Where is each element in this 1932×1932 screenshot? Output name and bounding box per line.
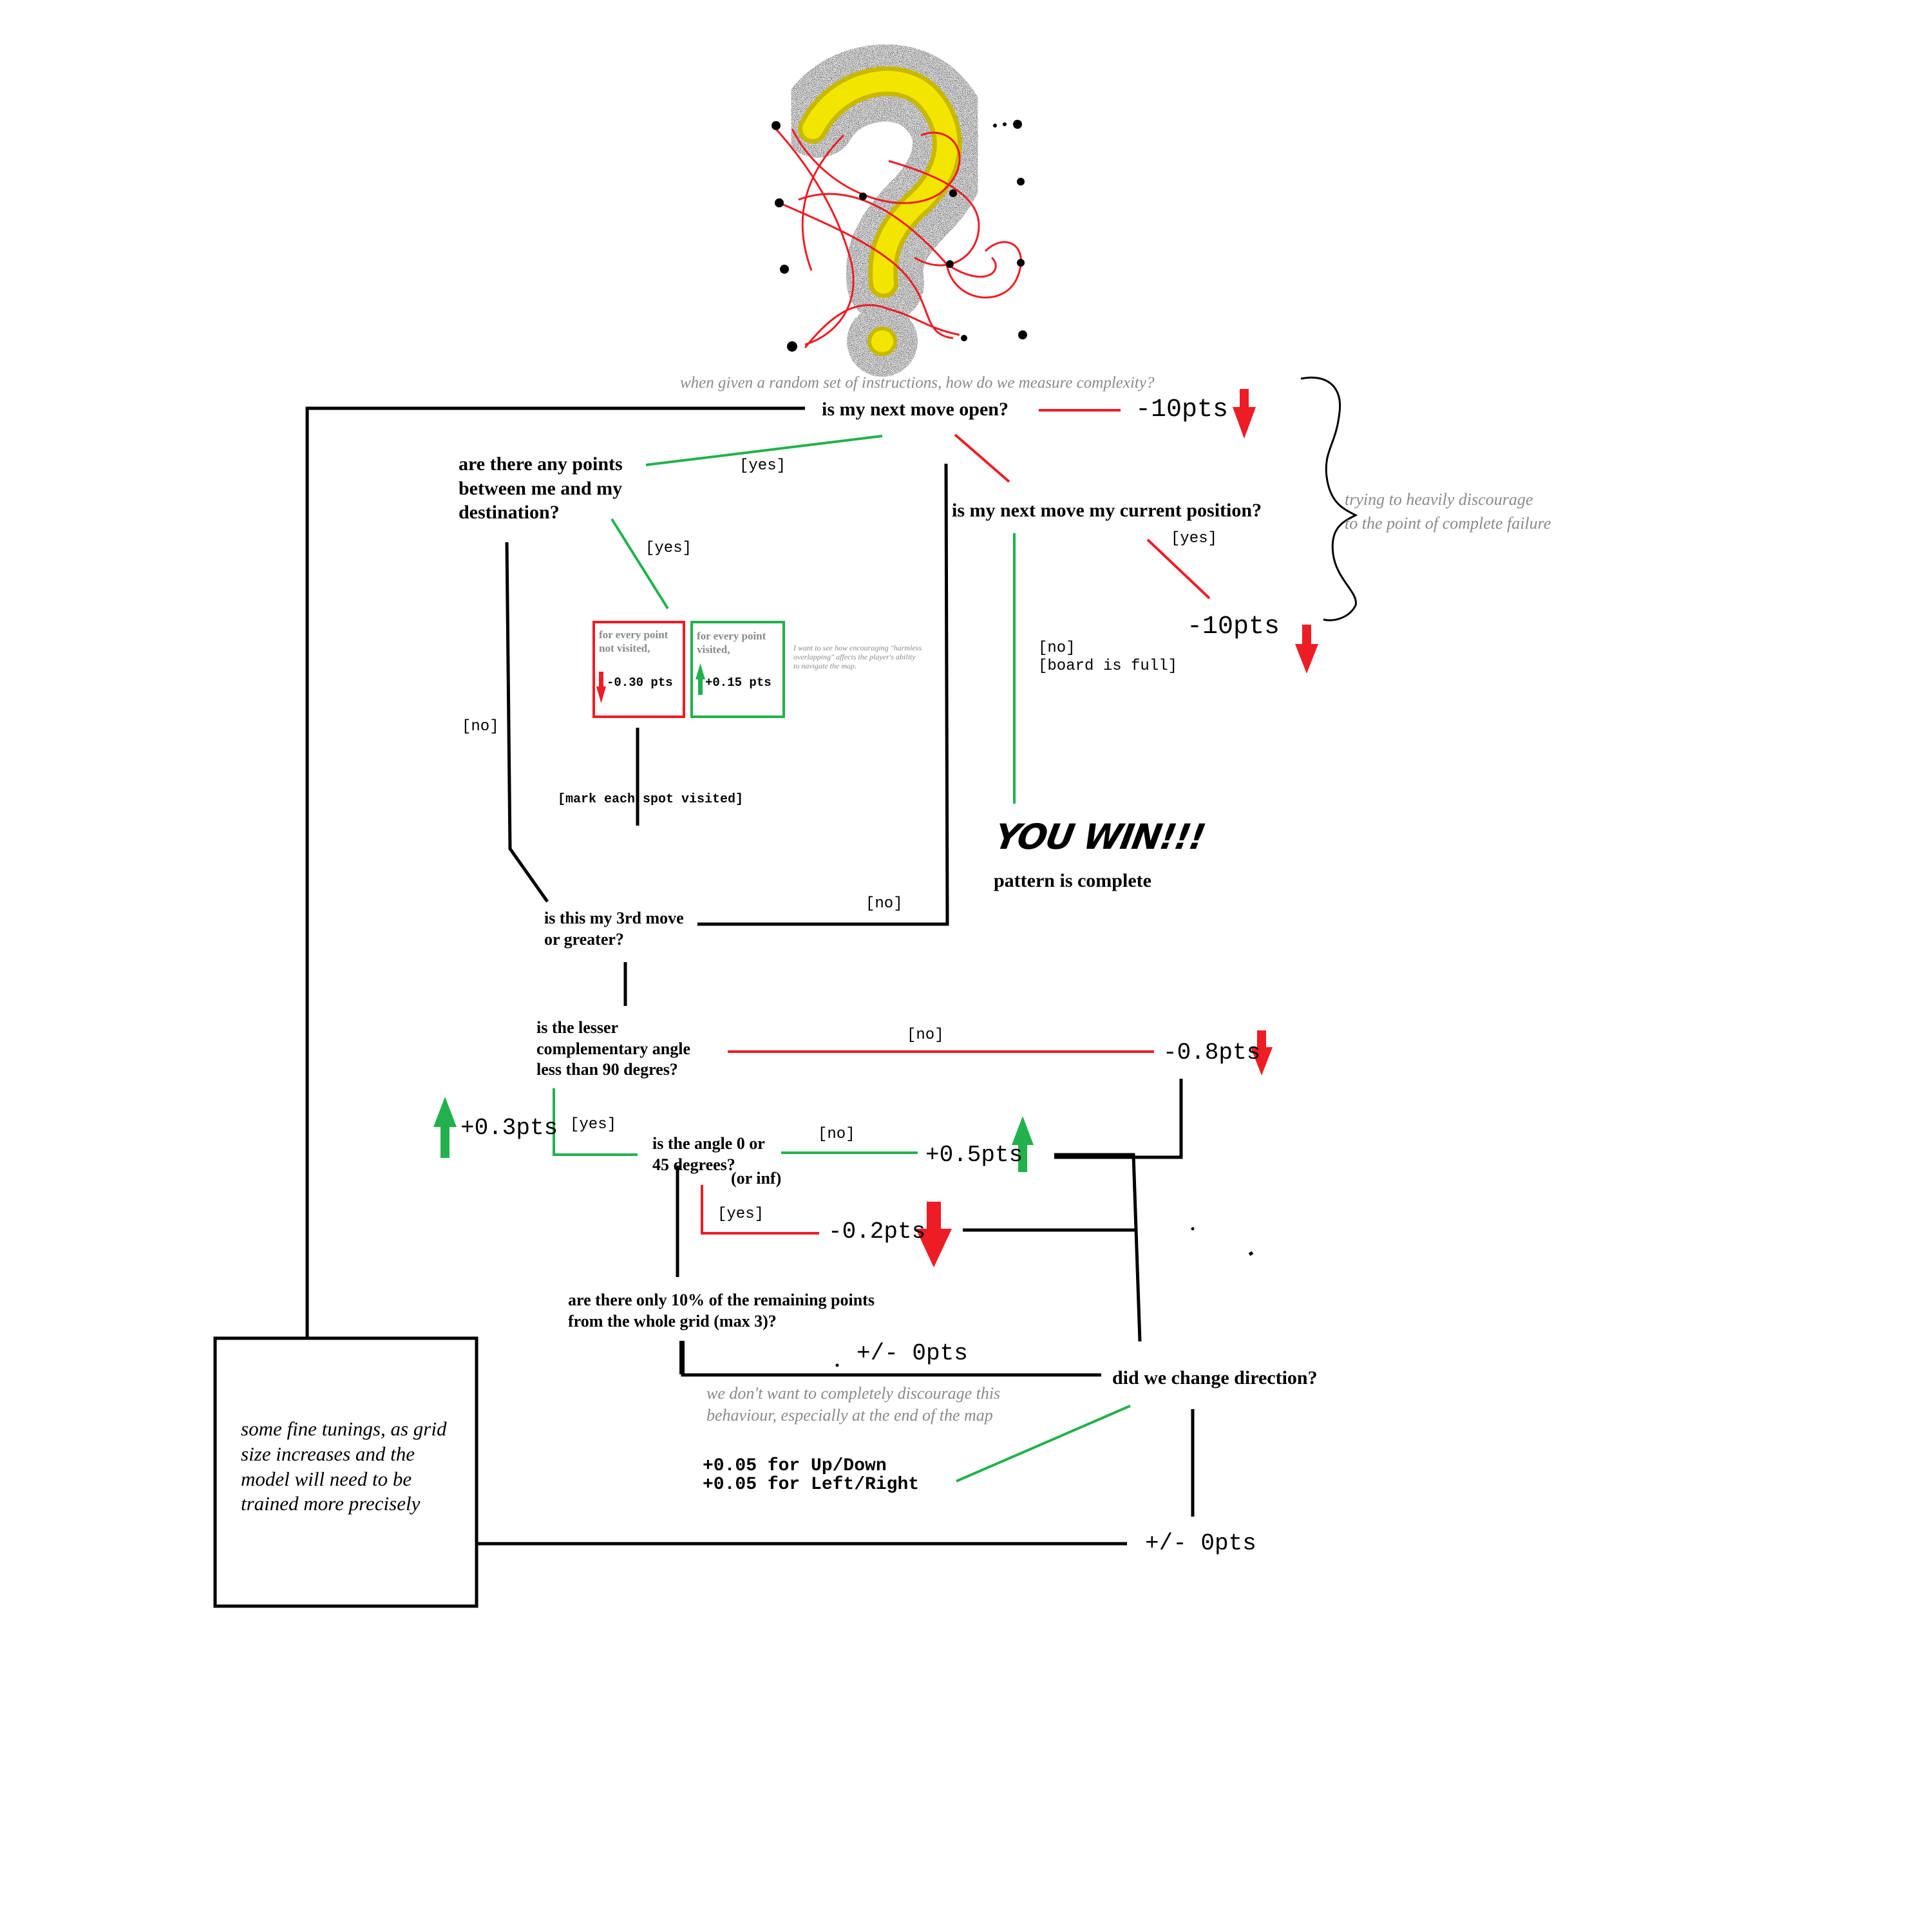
question-angle-inf: (or inf) — [731, 1169, 782, 1188]
question-next-move-open: is my next move open? — [822, 399, 1009, 420]
diagram-subtitle: when given a random set of instructions,… — [680, 374, 1155, 392]
red-connectors — [701, 409, 1211, 1235]
stray-dot — [835, 1363, 839, 1367]
fine-tuning-note: some fine tunings, as grid size increase… — [241, 1417, 447, 1515]
win-title: YOU WIN!!! — [991, 817, 1208, 857]
brace-note-line2: to the point of complete failure — [1345, 514, 1551, 533]
penalty-open-no: -10pts — [1135, 395, 1229, 424]
question-change-direction: did we change direction? — [1112, 1367, 1318, 1388]
brace-note-line1: trying to heavily discourage — [1345, 490, 1533, 509]
question-lesser-angle: is the lesser complementary angle less t… — [536, 1018, 691, 1079]
label-yes-lesser: [yes] — [570, 1116, 617, 1133]
penalty-current-yes: -10pts — [1187, 612, 1280, 641]
label-no-angle: [no] — [818, 1126, 855, 1143]
label-no-points: [no] — [462, 718, 499, 735]
label-no-third: [no] — [866, 895, 903, 913]
behaviour-note-line2: behaviour, especially at the end of the … — [706, 1406, 993, 1425]
visited-text: for every point visited, — [697, 630, 766, 656]
question-mark-scribble-icon — [772, 44, 1027, 377]
green-connectors — [553, 435, 1131, 1482]
label-yes-angle: [yes] — [717, 1206, 764, 1223]
arrow-down-icon — [1251, 1030, 1273, 1075]
direction-bonus-leftright: +0.05 for Left/Right — [703, 1475, 920, 1495]
points-remaining: +/- 0pts — [857, 1340, 968, 1367]
label-yes-top: [yes] — [739, 457, 786, 475]
small-arrow-down-icon — [596, 672, 606, 703]
behaviour-note-line1: we don't want to completely discourage t… — [706, 1384, 1001, 1403]
label-no-board: [no] — [1038, 639, 1075, 657]
question-remaining-points: are there only 10% of the remaining poin… — [568, 1291, 875, 1331]
direction-bonus-updown: +0.05 for Up/Down — [703, 1456, 887, 1476]
label-yes-current: [yes] — [1171, 530, 1218, 547]
overlap-note: I want to see how encouraging "harmless … — [793, 643, 922, 670]
not-visited-box — [592, 621, 685, 718]
visited-box — [690, 621, 785, 718]
arrow-up-icon — [433, 1097, 457, 1158]
win-subtitle: pattern is complete — [994, 870, 1151, 891]
bonus-lesser-yes: +0.3pts — [460, 1115, 558, 1141]
label-no-lesser: [no] — [907, 1027, 944, 1044]
question-third-move: is this my 3rd move or greater? — [544, 909, 684, 949]
question-angle-zero: is the angle 0 or 45 degrees? — [652, 1134, 765, 1174]
bonus-angle-no: +0.5pts — [925, 1142, 1023, 1168]
points-final: +/- 0pts — [1145, 1530, 1256, 1557]
label-yes-points: [yes] — [645, 540, 692, 557]
not-visited-points: -0.30 pts — [607, 676, 673, 690]
small-arrow-up-icon — [696, 663, 705, 695]
arrow-down-icon — [1233, 389, 1256, 439]
question-points-between: are there any points between me and my d… — [459, 453, 623, 523]
thick-tick — [679, 1341, 685, 1374]
question-current-position: is my next move my current position? — [952, 500, 1262, 521]
curly-brace-icon — [1300, 376, 1358, 621]
label-mark-visited: [mark each spot visited] — [558, 792, 744, 807]
black-connectors — [305, 406, 1254, 1546]
arrow-up-icon — [1012, 1116, 1034, 1172]
arrow-down-icon — [1295, 625, 1318, 674]
penalty-angle-yes: -0.2pts — [828, 1218, 926, 1245]
stray-dot — [1191, 1227, 1195, 1231]
arrow-down-icon — [916, 1202, 952, 1267]
penalty-lesser-no: -0.8pts — [1163, 1039, 1261, 1066]
not-visited-text: for every point not visited, — [599, 629, 668, 655]
fine-tuning-box — [213, 1336, 478, 1608]
visited-points: +0.15 pts — [705, 676, 772, 690]
label-board-full: [board is full] — [1038, 658, 1178, 675]
